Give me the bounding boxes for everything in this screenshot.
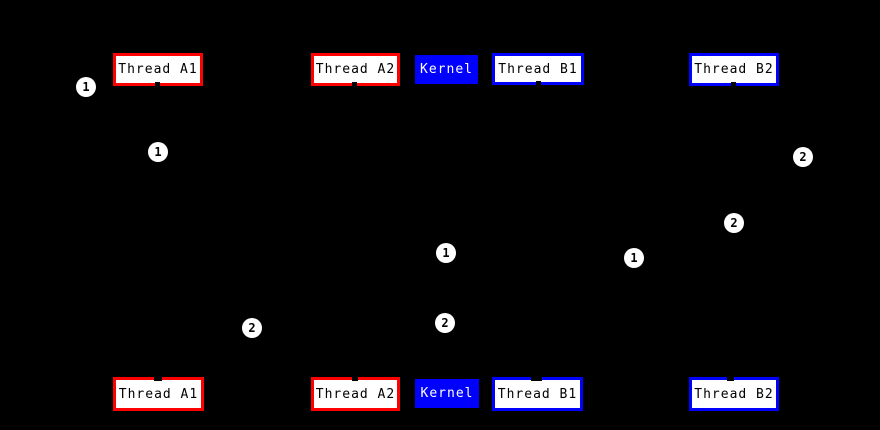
edge-connector-notch: [155, 82, 160, 87]
node-label: Thread B2: [694, 386, 774, 402]
node-thread-b1-top: Thread B1: [492, 53, 584, 85]
node-label: Thread B1: [498, 61, 578, 77]
node-label: Kernel: [420, 386, 474, 401]
edge-label-circle: 1: [624, 248, 644, 268]
edge-label-number: 2: [248, 321, 256, 335]
node-label: Thread A2: [315, 62, 396, 77]
edge-label-number: 2: [799, 150, 807, 164]
node-label: Thread B2: [694, 62, 774, 77]
edge-label-circle: 2: [724, 213, 744, 233]
node-thread-a1-top: Thread A1: [113, 53, 203, 86]
edge-connector-notch: [154, 376, 162, 381]
node-thread-b1-bottom: Thread B1: [492, 377, 583, 411]
node-thread-a2-bottom: Thread A2: [311, 377, 400, 411]
edge-label-circle: 1: [148, 142, 168, 162]
edge-label-number: 1: [442, 246, 450, 260]
edge-label-circle: 2: [242, 318, 262, 338]
edge-connector-notch: [731, 82, 736, 87]
edge-label-number: 1: [154, 145, 162, 159]
edge-connector-notch: [352, 82, 357, 87]
node-label: Thread A1: [118, 386, 199, 402]
edge-label-circle: 2: [793, 147, 813, 167]
edge-label-circle: 1: [76, 77, 96, 97]
edge-label-number: 1: [82, 80, 90, 94]
node-label: Thread A1: [118, 62, 198, 77]
edge-label-circle: 1: [436, 243, 456, 263]
edge-connector-notch: [536, 81, 541, 86]
edge-label-number: 1: [630, 251, 638, 265]
node-kernel-bottom: Kernel: [415, 379, 479, 408]
node-label: Thread B1: [497, 386, 578, 402]
node-label: Kernel: [420, 62, 473, 77]
edge-connector-notch: [531, 376, 542, 381]
node-thread-a1-bottom: Thread A1: [113, 377, 204, 411]
edge-label-number: 2: [730, 216, 738, 230]
edge-connector-notch: [727, 376, 734, 381]
node-label: Thread A2: [315, 386, 396, 402]
node-thread-b2-bottom: Thread B2: [689, 377, 779, 411]
edge-label-number: 2: [441, 316, 449, 330]
edge-connector-notch: [352, 376, 358, 381]
edge-label-circle: 2: [435, 313, 455, 333]
node-kernel-top: Kernel: [415, 55, 478, 84]
